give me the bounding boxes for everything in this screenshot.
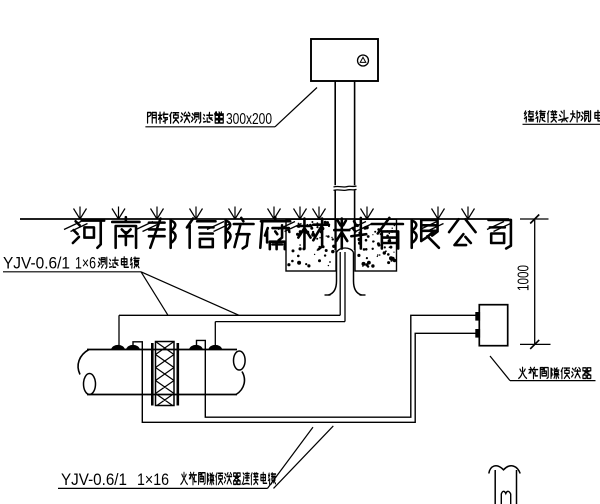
svg-text:300x200: 300x200 <box>226 111 272 128</box>
svg-text:YJV-0.6/1: YJV-0.6/1 <box>3 255 70 273</box>
svg-text:1000: 1000 <box>516 265 533 291</box>
svg-text:1×6: 1×6 <box>75 255 96 273</box>
svg-text:1×16: 1×16 <box>137 471 169 489</box>
svg-text:YJV-0.6/1: YJV-0.6/1 <box>61 471 127 489</box>
